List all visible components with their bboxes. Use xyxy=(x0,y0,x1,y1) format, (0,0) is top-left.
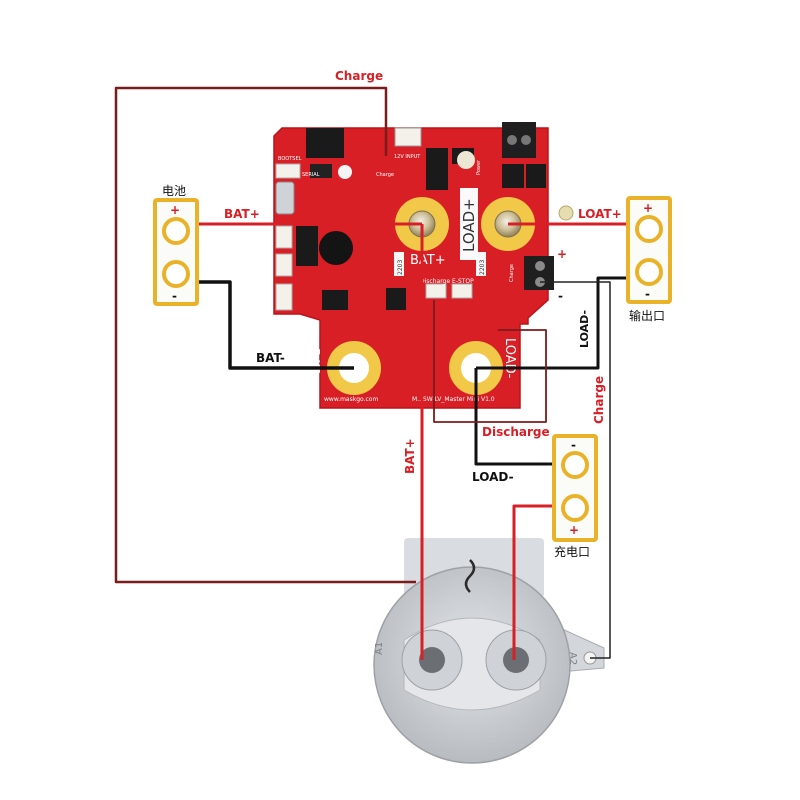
buzzer xyxy=(319,231,353,265)
wire-bat-minus xyxy=(190,280,354,370)
relay-coil-spring xyxy=(464,559,476,593)
label-discharge: Discharge xyxy=(482,425,550,439)
charge-header-plus: + xyxy=(557,247,567,261)
board-outline xyxy=(273,127,549,409)
battery-connector: + - xyxy=(153,198,199,306)
chip-top-left xyxy=(306,128,344,158)
tag-serial: SERIAL xyxy=(302,172,320,178)
tag-discharge: Discharge xyxy=(420,278,450,285)
tag-power: Power xyxy=(476,159,482,175)
driver-chip xyxy=(322,290,348,310)
wire-charge-thin xyxy=(540,281,611,659)
charge-port-minus: - xyxy=(571,438,576,452)
output-title: 输出口 xyxy=(629,308,665,323)
bat-plus-silk: BAT+ xyxy=(410,253,446,268)
charge-header-minus: - xyxy=(558,289,563,303)
load-plus-strip xyxy=(460,188,478,260)
output-plus: + xyxy=(643,201,653,215)
battery-minus: - xyxy=(172,289,177,303)
load-plus-silk: LOAD+ xyxy=(460,198,478,252)
num-box-load xyxy=(476,252,486,276)
label-bat-plus: BAT+ xyxy=(224,207,260,221)
wire-load-minus-charge xyxy=(474,368,562,466)
tag-estop: E-STOP xyxy=(452,278,474,285)
washer-loat-plus xyxy=(558,205,574,221)
charge-port-plus: + xyxy=(569,523,579,537)
wire-load-minus-output xyxy=(476,276,636,370)
charge-port-title: 充电口 xyxy=(554,544,590,559)
jst-discharge xyxy=(425,283,447,299)
charge-terminal-block xyxy=(524,256,554,290)
battery-plus: + xyxy=(170,203,180,217)
bat-plus-num: 2203 xyxy=(397,260,404,275)
tag-charge-small: Charge xyxy=(376,172,394,178)
wire-charge-loop xyxy=(114,86,416,584)
load-plus-num: 2203 xyxy=(479,260,486,275)
charge-port-connector: - + xyxy=(552,434,598,542)
num-box-bat xyxy=(394,252,404,276)
jst-left-2 xyxy=(275,253,293,277)
tag-12v-input: 12V INPUT xyxy=(394,154,421,160)
load-minus-silk: LOAD- xyxy=(502,338,517,379)
jst-estop xyxy=(451,283,473,299)
label-charge-top: Charge xyxy=(335,69,383,83)
bat-minus-silk: BAT- xyxy=(306,348,321,377)
terminal-screw-1 xyxy=(507,135,517,145)
relay-terminal-b: A2 xyxy=(567,652,578,665)
label-load-minus-bottom: LOAD- xyxy=(472,470,514,484)
jst-left-1 xyxy=(275,225,293,249)
relay-terminal-a: A1 xyxy=(374,642,385,655)
output-minus: - xyxy=(645,287,650,301)
wire-discharge-loop xyxy=(433,300,547,423)
label-bat-plus-vertical: BAT+ xyxy=(403,438,417,474)
tag-charge-side: Charge xyxy=(509,264,515,282)
relay-stud-left xyxy=(419,647,445,673)
contactor-relay: A1 A2 xyxy=(373,538,605,764)
led-top xyxy=(338,165,352,179)
relay-stud-right xyxy=(503,647,529,673)
wires xyxy=(114,86,636,660)
model-silk: M...SW-LV_Master Mini V1.0 xyxy=(412,396,495,403)
mosfet-b xyxy=(526,164,546,188)
label-load-minus-right: LOAD- xyxy=(578,310,591,348)
battery-title: 电池 xyxy=(162,184,186,198)
mcu-chip xyxy=(296,226,318,266)
mosfet-a xyxy=(502,164,524,188)
inductor xyxy=(457,151,475,169)
terminal-screw-2 xyxy=(521,135,531,145)
regulator xyxy=(386,288,406,310)
label-bat-minus: BAT- xyxy=(256,351,285,365)
jst-serial xyxy=(275,163,301,179)
usb-c-port xyxy=(275,181,295,215)
capacitor-top xyxy=(310,164,332,178)
tag-can: CAN xyxy=(282,316,293,322)
website-silk: www.maskgo.com xyxy=(324,396,378,403)
wire-charge-port-plus xyxy=(512,504,562,660)
label-loat-plus: LOAT+ xyxy=(578,207,622,221)
power-fet-1 xyxy=(426,148,448,190)
tag-bootsel: BOOTSEL xyxy=(278,156,302,162)
label-charge-right: Charge xyxy=(592,376,606,424)
controller-board: BOOTSEL SERIAL CAN 12V INPUT Charge Powe… xyxy=(273,122,549,409)
output-connector: + - xyxy=(626,196,672,304)
jst-can xyxy=(275,283,293,311)
jst-12v-input xyxy=(394,127,422,147)
